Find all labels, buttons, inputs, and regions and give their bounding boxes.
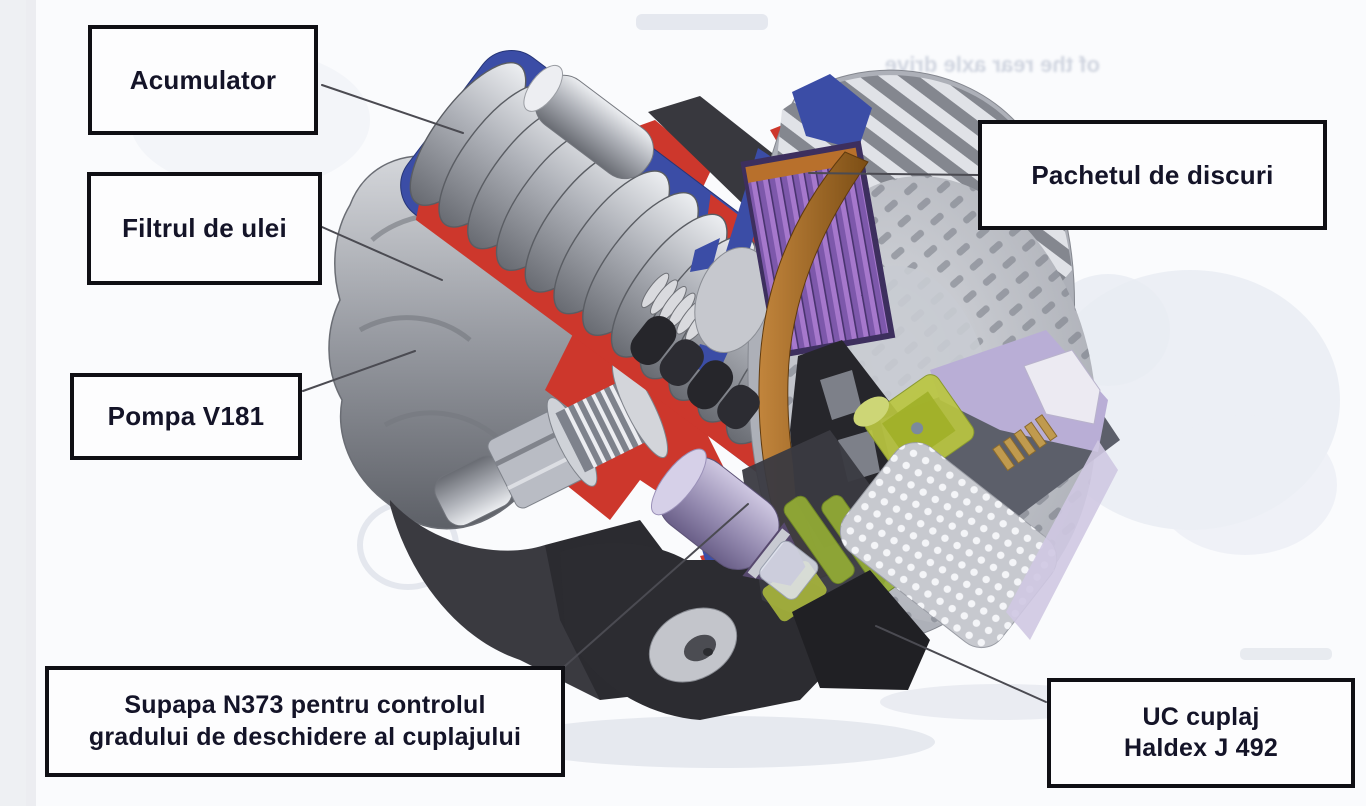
label-pump-text: Pompa V181: [107, 401, 265, 432]
ecu-assembly: [762, 330, 1120, 690]
label-valve-line1: Supapa N373 pentru controlul: [124, 691, 486, 720]
label-ecu-line2: Haldex J 492: [1124, 734, 1278, 762]
rubber-boot: [630, 315, 760, 430]
label-ecu-haldex: UC cuplaj Haldex J 492: [1047, 678, 1355, 788]
label-valve-n373: Supapa N373 pentru controlul gradului de…: [45, 666, 565, 777]
label-ecu-line1: UC cuplaj: [1142, 702, 1260, 731]
input-shaft-hex-nut: [434, 357, 669, 527]
leader-oil-filter: [321, 226, 443, 281]
solenoid-yellow: [853, 374, 975, 482]
label-disc-pack: Pachetul de discuri: [978, 120, 1327, 230]
label-oil-filter-text: Filtrul de ulei: [122, 213, 287, 244]
valve-n373: [651, 448, 819, 600]
leader-ecu: [875, 625, 1047, 703]
lavender-edge-strip: [1006, 440, 1118, 640]
leader-accumulator: [321, 84, 464, 134]
black-base-wedge: [792, 570, 930, 690]
leader-valve: [564, 503, 749, 667]
leader-lines: [302, 84, 1047, 703]
connector-pins-gold: [992, 414, 1058, 472]
label-valve-line2: gradului de deschidere al cuplajului: [88, 722, 522, 751]
leader-disc-pack: [808, 172, 979, 176]
label-accumulator: Acumulator: [88, 25, 318, 135]
label-oil-filter: Filtrul de ulei: [87, 172, 322, 285]
label-pump: Pompa V181: [70, 373, 302, 460]
leader-pump: [302, 350, 416, 392]
label-disc-pack-text: Pachetul de discuri: [1031, 159, 1274, 190]
label-accumulator-text: Acumulator: [129, 64, 277, 95]
top-cylinder-stub: [523, 64, 654, 180]
